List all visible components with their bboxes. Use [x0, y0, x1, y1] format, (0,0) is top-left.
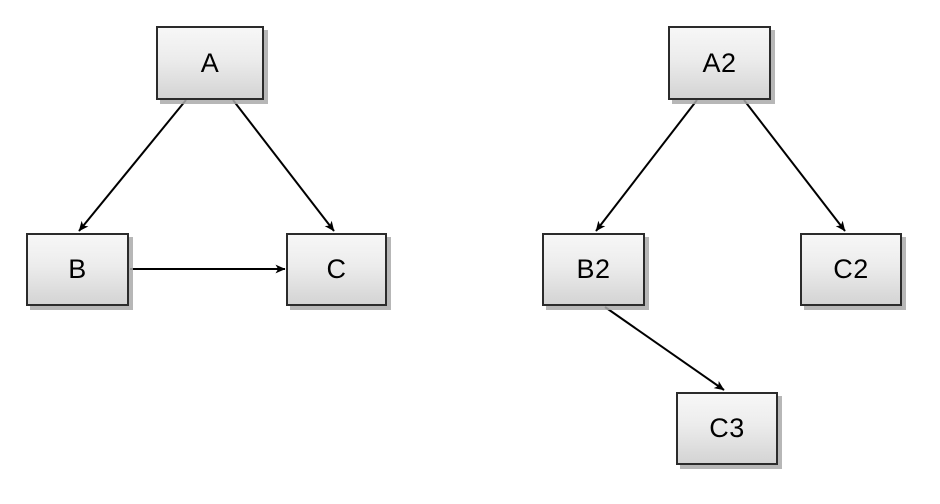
node-label: C: [326, 254, 347, 284]
node-label: C2: [833, 254, 869, 284]
node-label: A: [200, 47, 220, 78]
edge-a2-to-c2[interactable]: [743, 99, 846, 232]
edge-b2-to-c3[interactable]: [604, 306, 725, 391]
edges-group: [78, 99, 846, 391]
node-c[interactable]: C: [286, 233, 387, 306]
node-label: A2: [702, 47, 737, 78]
node-label: C3: [709, 413, 745, 443]
node-label: B: [68, 254, 87, 284]
node-b2[interactable]: B2: [542, 233, 645, 306]
edge-a-to-b[interactable]: [78, 99, 187, 232]
node-c3[interactable]: C3: [676, 392, 778, 465]
node-c2[interactable]: C2: [800, 233, 902, 306]
node-a2[interactable]: A2: [668, 26, 771, 100]
node-a[interactable]: A: [156, 26, 264, 100]
edge-a2-to-b2[interactable]: [595, 99, 698, 232]
node-b[interactable]: B: [26, 233, 129, 306]
edge-a-to-c[interactable]: [232, 99, 335, 232]
node-label: B2: [576, 254, 611, 284]
